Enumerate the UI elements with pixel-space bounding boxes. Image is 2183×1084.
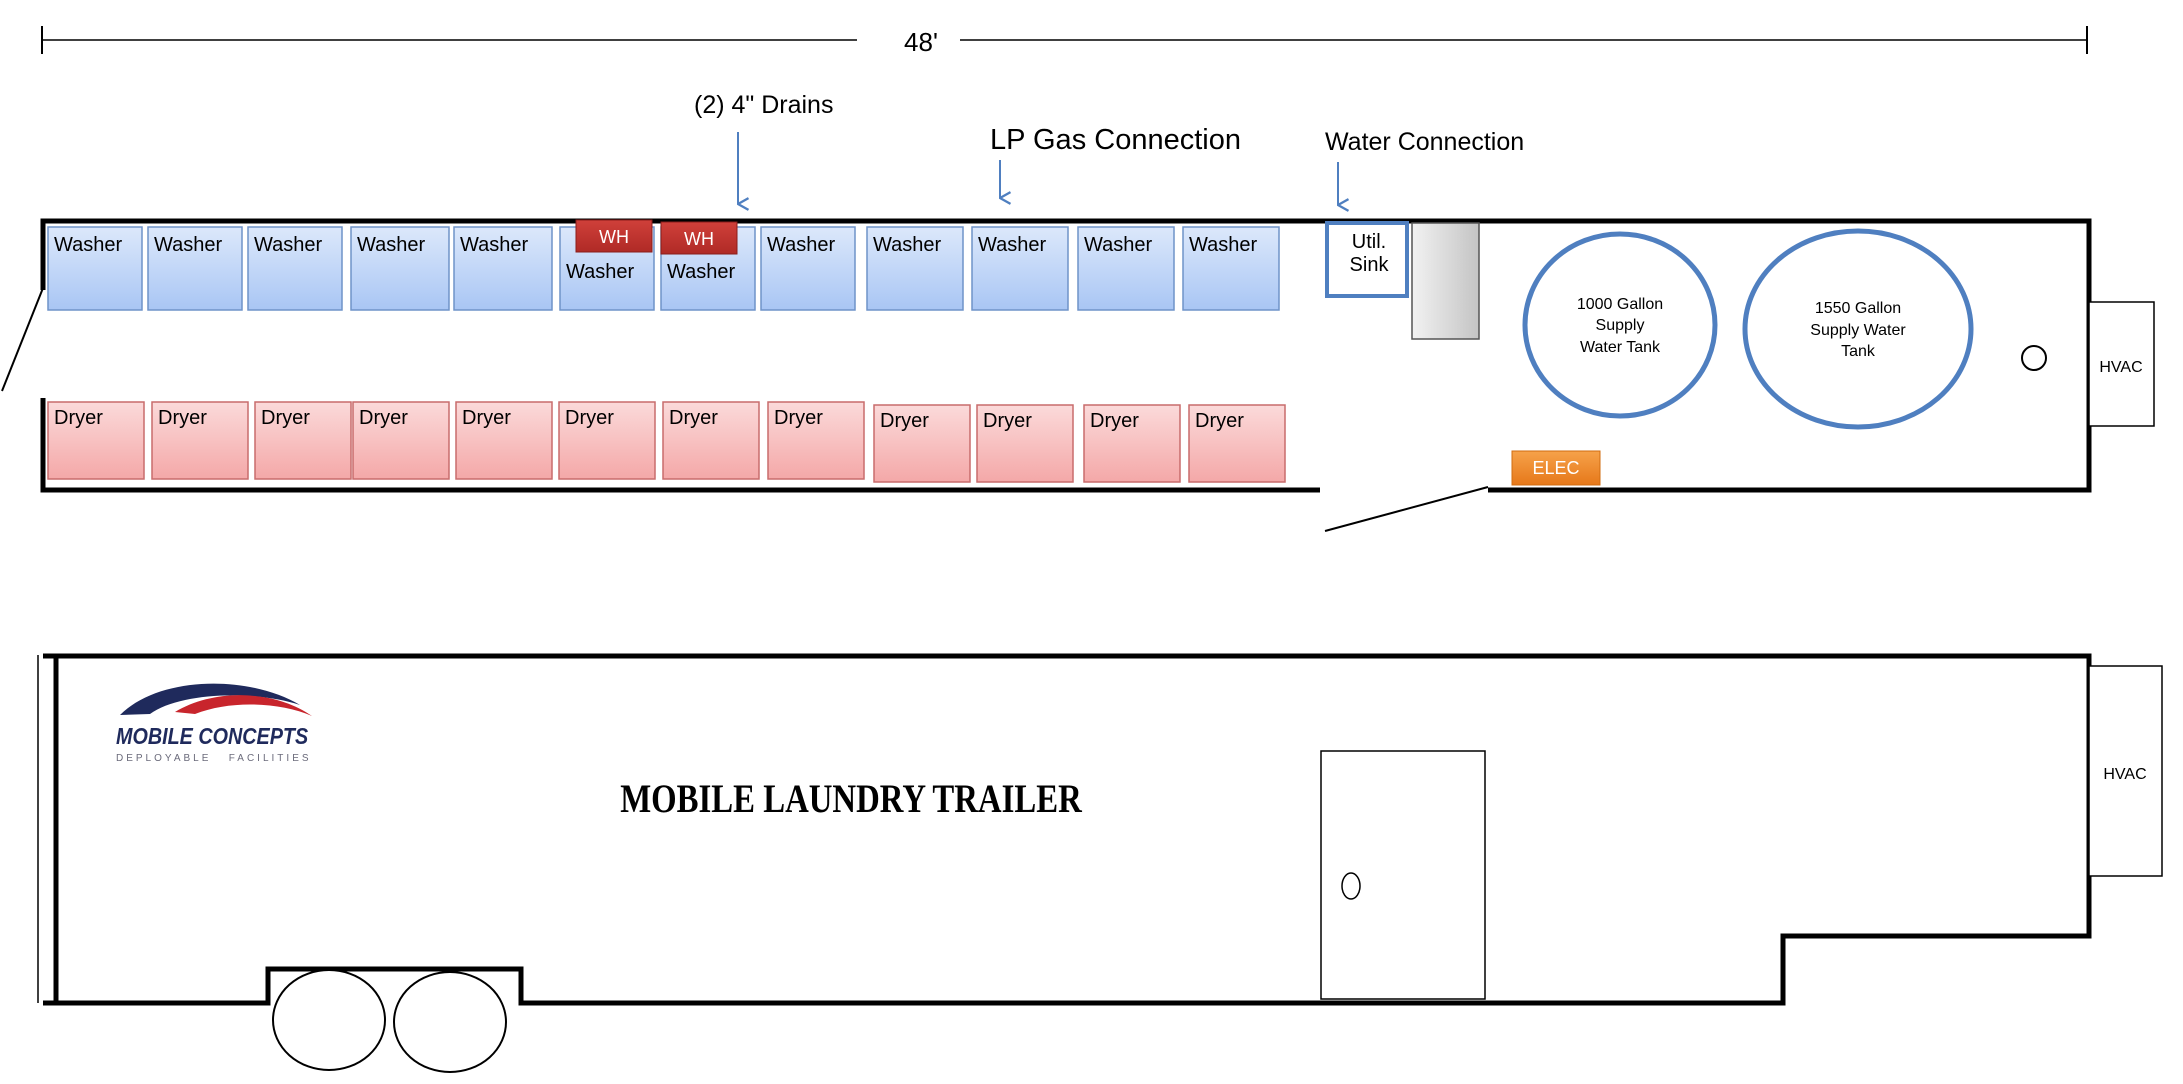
trailer-title: MOBILE LAUNDRY TRAILER (620, 776, 1082, 821)
electrical-panel: ELEC (1511, 450, 1601, 486)
water-heaters: WH WH (575, 219, 738, 255)
trailer-top-view-outline (40, 218, 2092, 493)
washer-11: Washer (1077, 226, 1175, 311)
logo-name: MOBILE CONCEPTS (116, 724, 309, 750)
logo-tagline: DEPLOYABLE FACILITIES (116, 753, 312, 764)
dryer-label: Dryer (1090, 410, 1139, 432)
washer-4: Washer (350, 226, 450, 311)
water-heater-2: WH (660, 221, 738, 255)
tank-1000-line2: Supply (1596, 317, 1645, 334)
washer-9: Washer (866, 226, 964, 311)
elec-label: ELEC (1532, 458, 1579, 478)
washer-1: Washer (47, 226, 143, 311)
hvac-unit-side: HVAC (2088, 665, 2163, 877)
dryer-label: Dryer (774, 407, 823, 429)
trailer-side-view-outline (37, 653, 2092, 1006)
washer-label: Washer (1189, 234, 1258, 256)
wheel-1 (272, 969, 386, 1071)
tank-1550-line2: Supply Water (1810, 322, 1906, 339)
washer-label: Washer (767, 234, 836, 256)
washer-12: Washer (1182, 226, 1280, 311)
dryers-row: Dryer Dryer Dryer Dryer Dryer Dryer Dryer Dryer… (47, 401, 1286, 483)
washer-5: Washer (453, 226, 553, 311)
washer-label: Washer (1084, 234, 1153, 256)
dryer-2: Dryer (151, 401, 249, 480)
dimension-line: 48' (41, 26, 2088, 57)
hvac-unit-top: HVAC (2088, 301, 2155, 427)
left-door-swing-line (1, 287, 44, 392)
side-door (1320, 750, 1486, 1000)
tank-1000-line3: Water Tank (1580, 339, 1661, 356)
water-heater-label: WH (684, 229, 714, 249)
wheel-2 (393, 971, 507, 1073)
washer-label: Washer (667, 261, 736, 283)
washer-label: Washer (54, 234, 123, 256)
lp-gas-label: LP Gas Connection (990, 124, 1241, 156)
callout-lp-gas: LP Gas Connection (990, 124, 1241, 198)
dryer-label: Dryer (983, 410, 1032, 432)
dryer-5: Dryer (455, 401, 553, 480)
dryer-label: Dryer (669, 407, 718, 429)
sink-label-line1: Util. (1352, 231, 1386, 253)
mobile-concepts-logo: MOBILE CONCEPTS DEPLOYABLE FACILITIES (116, 683, 312, 764)
dryer-label: Dryer (359, 407, 408, 429)
washer-label: Washer (873, 234, 942, 256)
washer-label: Washer (978, 234, 1047, 256)
dryer-label: Dryer (1195, 410, 1244, 432)
dryer-8: Dryer (767, 401, 865, 480)
dryer-6: Dryer (558, 401, 656, 480)
dryer-4: Dryer (352, 401, 450, 480)
washer-label: Washer (566, 261, 635, 283)
water-tank-1000: 1000 Gallon Supply Water Tank (1522, 231, 1718, 419)
vent-circle (2021, 345, 2047, 371)
tank-1550-line1: 1550 Gallon (1815, 300, 1901, 317)
dryer-label: Dryer (462, 407, 511, 429)
washer-8: Washer (760, 226, 856, 311)
dryer-label: Dryer (565, 407, 614, 429)
water-heater-1: WH (575, 219, 653, 253)
side-door-swing-line (1324, 486, 1489, 532)
washer-label: Washer (254, 234, 323, 256)
washer-label: Washer (154, 234, 223, 256)
dryer-label: Dryer (261, 407, 310, 429)
logo-swoosh-red (175, 695, 312, 716)
sink-cabinet (1411, 222, 1480, 340)
dryer-10: Dryer (976, 404, 1074, 483)
dryer-11: Dryer (1083, 404, 1181, 483)
washer-3: Washer (247, 226, 343, 311)
washer-label: Washer (357, 234, 426, 256)
water-tank-1550: 1550 Gallon Supply Water Tank (1742, 228, 1974, 430)
callout-drains: (2) 4" Drains (694, 91, 833, 204)
dryer-1: Dryer (47, 401, 145, 480)
dryer-3: Dryer (254, 401, 352, 480)
dryer-label: Dryer (158, 407, 207, 429)
dryer-7: Dryer (662, 401, 760, 480)
hvac-side-label: HVAC (2103, 766, 2146, 783)
washer-10: Washer (971, 226, 1069, 311)
logo-swoosh-navy (120, 683, 300, 715)
dryer-label: Dryer (880, 410, 929, 432)
washer-2: Washer (147, 226, 243, 311)
door-handle (1341, 872, 1361, 900)
tank-1550-line3: Tank (1841, 343, 1876, 360)
tank-1000-line1: 1000 Gallon (1577, 296, 1663, 313)
sink-label-line2: Sink (1350, 254, 1390, 276)
dryer-label: Dryer (54, 407, 103, 429)
drains-label: (2) 4" Drains (694, 91, 833, 119)
callout-water: Water Connection (1325, 128, 1524, 205)
dryer-9: Dryer (873, 404, 971, 483)
hvac-top-label: HVAC (2099, 359, 2142, 376)
dimension-label: 48' (904, 27, 938, 57)
water-label: Water Connection (1325, 128, 1524, 156)
water-heater-label: WH (599, 227, 629, 247)
utility-sink: Util. Sink (1325, 221, 1409, 298)
washer-label: Washer (460, 234, 529, 256)
dryer-12: Dryer (1188, 404, 1286, 483)
